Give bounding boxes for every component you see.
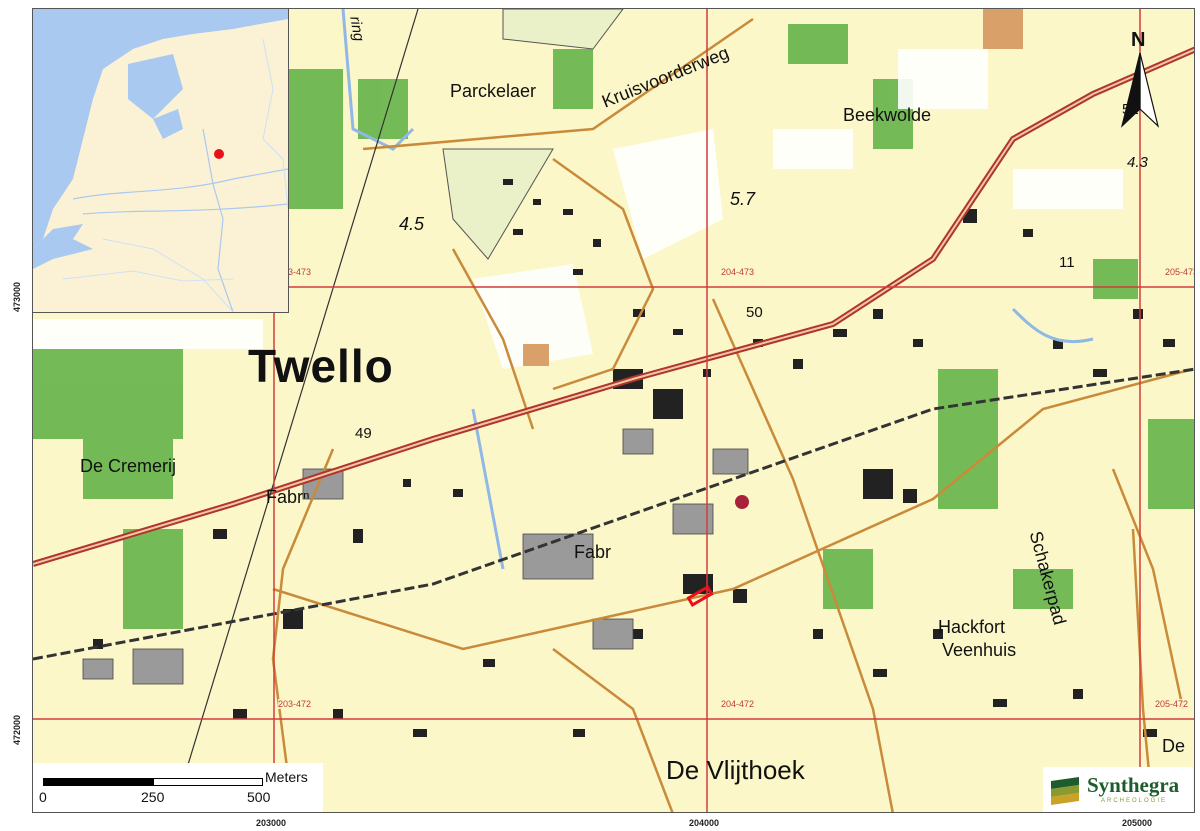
- railway: [33, 367, 1194, 661]
- inset-drawing: [33, 9, 288, 312]
- y-coordinate-label: 473000: [12, 281, 22, 312]
- logo-subtitle: ARCHEOLOGIE: [1101, 798, 1168, 804]
- power-line: [172, 9, 419, 812]
- y-coordinate-label: 472000: [12, 714, 22, 745]
- grid-tile-label: 205-473: [1165, 267, 1194, 277]
- north-arrow-icon: [1120, 52, 1160, 128]
- topographic-map[interactable]: Twello Parckelaer Kruisvoorderweg Beekwo…: [32, 8, 1195, 813]
- overview-inset-map[interactable]: [33, 9, 289, 313]
- place-label-parckelaer: Parckelaer: [450, 81, 537, 101]
- spot-height-label: 4.5: [399, 214, 425, 234]
- study-area-outline: [686, 584, 714, 608]
- scale-bar-unit: Meters: [265, 769, 308, 785]
- x-coordinate-label: 204000: [689, 818, 720, 828]
- scale-bar-tick: 0: [39, 789, 47, 805]
- place-label-fabr-central: Fabr: [574, 542, 612, 562]
- spot-height-label: 50: [746, 304, 763, 321]
- church-symbol: [735, 495, 749, 509]
- orange-building: [523, 344, 549, 366]
- spot-height-label: 4.3: [1127, 154, 1148, 171]
- scale-bar-segment-white: [153, 778, 263, 786]
- logo-mark-icon: [1051, 777, 1079, 805]
- north-label: N: [1131, 29, 1146, 51]
- spot-height-label: 11: [1059, 254, 1075, 271]
- forest-areas: [33, 24, 1194, 629]
- place-label-de-cremerij: De Cremerij: [80, 456, 177, 476]
- place-label-beekwolde: Beekwolde: [843, 105, 932, 125]
- spot-height-label: 49: [355, 425, 372, 442]
- place-label-fabr-west: Fabrⁿ: [266, 487, 310, 507]
- location-marker: [214, 149, 224, 159]
- place-label-de-vlijthoek: De Vlijthoek: [666, 755, 805, 785]
- minor-roads: [271, 17, 1194, 812]
- map-drawing: [33, 9, 1194, 812]
- spot-height-label: 5.7: [730, 189, 756, 209]
- orange-building: [983, 9, 1023, 49]
- x-coordinate-label: 203000: [256, 818, 287, 828]
- x-coordinate-label: 205000: [1122, 818, 1153, 828]
- place-label-hackfort: Hackfort: [938, 617, 1006, 637]
- place-label-de: De: [1162, 736, 1186, 756]
- grid-tile-label: 203-472: [278, 699, 312, 709]
- grid-tile-label: 204-472: [721, 699, 755, 709]
- built-up-area: [93, 179, 1175, 737]
- orchard-area: [442, 9, 624, 260]
- scale-bar-tick: 250: [141, 789, 165, 805]
- grid-tile-label: 204-473: [721, 267, 755, 277]
- place-label-veenhuis: Veenhuis: [942, 640, 1017, 660]
- water-courses: [341, 9, 1094, 570]
- synthegra-logo: Synthegra ARCHEOLOGIE: [1043, 767, 1193, 812]
- place-label-twello: Twello: [248, 340, 394, 392]
- scale-bar: Meters 0 250 500: [33, 763, 323, 812]
- scale-bar-tick: 500: [247, 789, 271, 805]
- grid-tile-label: 205-472: [1155, 699, 1189, 709]
- logo-title: Synthegra: [1087, 773, 1180, 797]
- industrial-buildings: [82, 428, 749, 685]
- grid-tile-label: 203-473: [278, 267, 312, 277]
- scale-bar-segment-black: [43, 778, 153, 786]
